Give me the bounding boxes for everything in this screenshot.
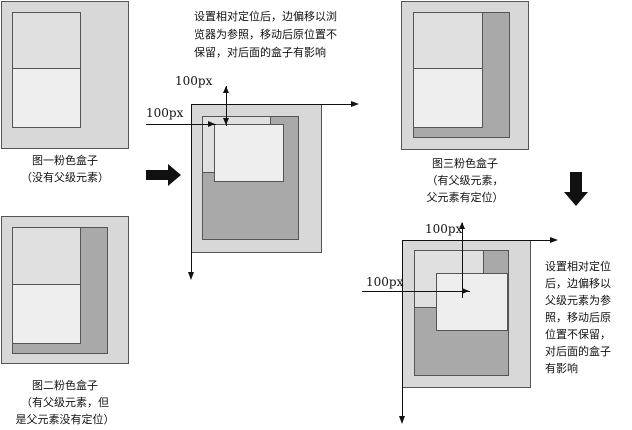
note-right-line6: 对后面的盒子 [545,345,611,358]
note-right-line1: 设置相对定位 [545,260,611,273]
figure1-caption-sub: （没有父级元素） [21,171,109,184]
parent-ref-top-offset-line [462,223,463,298]
figure1-box-a [12,12,81,69]
note-top-line2: 览器为参照，移动后原位置不 [194,28,337,41]
figure3-caption-title: 图三粉色盒子 [432,157,498,170]
note-right-line4: 照，移动后原 [545,311,611,324]
figure3-box-a [413,12,483,69]
center-y-arrowhead-icon [188,272,194,280]
center-top-offset-line [226,86,227,126]
note-right-line3: 父级元素为参 [545,294,611,307]
parent-ref-x-arrowhead-icon [550,237,558,243]
parent-ref-x-axis [402,240,550,241]
figure2-caption-sub2: 是父元素没有定位） [15,413,115,426]
flow-arrow-right-icon [146,164,181,186]
center-top-offset-tail-icon [223,86,229,93]
center-y-axis [191,104,192,272]
figure1-caption-title: 图一粉色盒子 [32,154,98,167]
center-box-moved [214,124,284,182]
parent-ref-left-offset-label: 100px [366,275,404,289]
parent-ref-box-moved [436,273,508,331]
figure3-caption-sub1: （有父级元素， [426,174,504,187]
parent-ref-top-offset-arrowhead-icon [459,222,465,229]
center-top-offset-label: 100px [175,74,213,88]
center-left-offset-label: 100px [146,106,184,120]
center-x-arrowhead-icon [351,101,359,107]
parent-ref-y-axis [402,240,403,416]
note-top-line3: 保留，对后面的盒子有影响 [194,46,326,59]
note-right-line5: 位置不保留， [545,328,611,341]
flow-arrow-down-icon [564,172,588,206]
note-top-line1: 设置相对定位后，边偏移以浏 [194,10,337,23]
note-right-line2: 后，边偏移以 [545,277,611,290]
center-top-offset-arrowhead-icon [223,118,229,125]
parent-ref-top-offset-label: 100px [425,222,463,236]
note-right-line7: 有影响 [545,362,578,375]
center-left-offset-arrowhead-icon [208,121,215,127]
parent-ref-left-offset-line [362,291,470,292]
figure2-caption-title: 图二粉色盒子 [32,379,98,392]
center-x-axis [191,104,351,105]
center-left-offset-line [146,124,216,125]
figure3-box-b [413,68,483,128]
figure2-box-b [12,284,81,344]
figure1-box-b [12,68,81,128]
parent-ref-y-arrowhead-icon [399,416,405,424]
figure2-caption-sub1: （有父级元素，但 [21,396,109,409]
parent-ref-left-offset-arrowhead-icon [462,288,469,294]
figure3-caption-sub2: 父元素有定位） [426,191,504,204]
